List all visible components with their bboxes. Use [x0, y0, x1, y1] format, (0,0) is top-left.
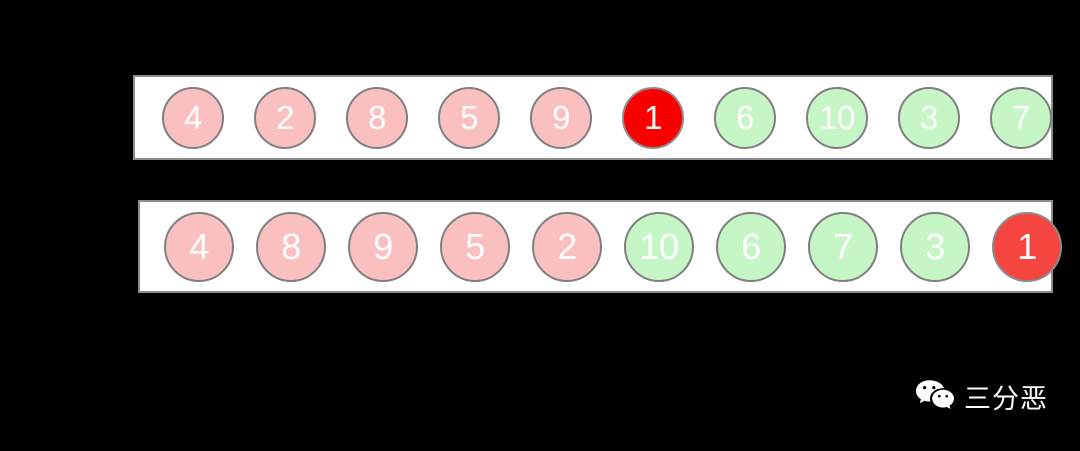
- pointer-arrow-result-near-end: [925, 294, 943, 308]
- array-cell: 8: [256, 212, 326, 282]
- array-cell: 1: [992, 212, 1062, 282]
- array-cell: 10: [624, 212, 694, 282]
- pointer-arrow-result-mid-right: [649, 294, 667, 308]
- pointer-arrow-left-start: [181, 58, 199, 75]
- array-cell: 2: [254, 87, 316, 149]
- pointer-arrow-result-start: [188, 294, 206, 308]
- array-cell: 10: [806, 87, 868, 149]
- array-cell: 3: [900, 212, 970, 282]
- array-cell: 9: [530, 87, 592, 149]
- array-cell: 5: [440, 212, 510, 282]
- pointer-arrow-right-end: [1009, 58, 1027, 75]
- array-cell: 4: [162, 87, 224, 149]
- array-cell: 3: [898, 87, 960, 149]
- pointer-arrow-right-scan: [522, 56, 544, 78]
- pointer-arrow-result-pivot: [1017, 294, 1035, 308]
- array-cell: 2: [532, 212, 602, 282]
- pointer-arrow-right-region: [731, 58, 749, 75]
- watermark: 三分恶: [915, 378, 1048, 415]
- array-cell: 6: [716, 212, 786, 282]
- pointer-arrow-partition-left: [548, 58, 566, 75]
- array-cell: 9: [348, 212, 418, 282]
- array-cell: 5: [438, 87, 500, 149]
- wechat-icon: [915, 379, 955, 414]
- pointer-arrow-pivot: [641, 58, 659, 75]
- array-cell: 8: [346, 87, 408, 149]
- array-cell: 1: [622, 87, 684, 149]
- array-cell: 6: [714, 87, 776, 149]
- array-cell: 4: [164, 212, 234, 282]
- watermark-text: 三分恶: [964, 383, 1048, 415]
- pointer-arrow-result-mid-left: [557, 294, 575, 308]
- array-cell: 7: [808, 212, 878, 282]
- pointer-arrow-left-scan: [202, 56, 224, 78]
- array-cell: 7: [990, 87, 1052, 149]
